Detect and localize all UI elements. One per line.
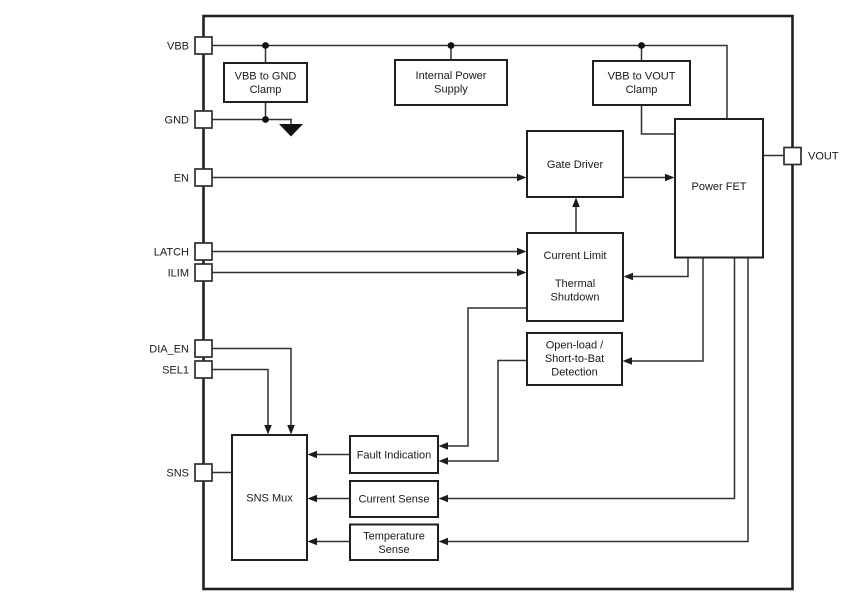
block-vbb-vout-clamp-box [592,60,691,106]
pin-dia-en [194,339,213,358]
pin-labels: VBB GND EN LATCH ILIM DIA_EN SEL1 SNS VO… [149,41,839,480]
block-thermal-shutdown-label-1: Thermal [555,278,595,290]
pin-sel1 [194,360,213,379]
arrowhead-into-power-fet [665,173,675,182]
block-fault-indication-label: Fault Indication [357,450,432,462]
junction-dot [638,42,645,49]
wire-sel1-to-sns-mux [212,368,269,427]
wires [212,44,784,543]
arrowhead-into-temperature-sense [438,537,448,546]
arrowhead-ilim-into-current-limit [517,268,527,277]
arrowhead-sel1-into-sns-mux [264,425,272,435]
block-current-limit-thermal-shutdown: Current Limit Thermal Shutdown [526,232,624,322]
arrowhead-into-fault-indication-lower [438,457,448,465]
arrowhead-fault-into-sns-mux [307,450,317,459]
arrowheads [264,173,675,546]
block-temperature-sense-label-1: Temperature [363,531,425,543]
arrowhead-dia-en-into-sns-mux [287,425,295,435]
block-vbb-gnd-clamp-box [223,62,308,103]
pin-label-latch: LATCH [154,247,189,259]
arrowhead-current-into-sns-mux [307,494,317,503]
block-vbb-gnd-clamp-label-2: Clamp [250,84,282,96]
block-power-fet-label: Power FET [691,181,746,193]
arrowhead-into-gate-driver-bottom [572,197,580,207]
arrowhead-latch-into-current-limit [517,247,527,256]
pin-label-vbb: VBB [167,41,189,53]
block-thermal-shutdown-label-2: Shutdown [551,292,600,304]
block-fault-indication-box [349,435,439,474]
wire-power-fet-to-current-limit [632,257,689,278]
arrowhead-into-current-sense [438,494,448,503]
pin-ilim [194,263,213,282]
block-gate-driver-label: Gate Driver [547,159,604,171]
wire-current-limit-to-fault-indication [447,307,527,447]
wire-power-fet-to-temperature-sense [447,257,749,543]
block-internal-power-supply-label-2: Supply [434,84,468,96]
arrowhead-into-current-limit-right [623,272,633,281]
block-current-sense-label: Current Sense [359,494,430,506]
block-fault-indication: Fault Indication [349,435,439,474]
block-open-load-label-1: Open-load / [546,340,604,352]
arrowhead-into-open-load-right [622,357,632,365]
block-vbb-vout-clamp: VBB to VOUT Clamp [592,60,691,106]
block-current-sense: Current Sense [349,480,439,518]
block-open-load-label-2: Short-to-Bat [545,353,604,365]
block-gate-driver-box [526,130,624,198]
junction-dot [262,116,269,123]
pin-label-dia-en: DIA_EN [149,344,189,356]
block-vbb-gnd-clamp-label-1: VBB to GND [235,71,297,83]
block-gate-driver: Gate Driver [526,130,624,198]
pin-label-vout: VOUT [808,151,839,163]
block-temperature-sense-box [349,523,439,561]
block-vbb-vout-clamp-label-1: VBB to VOUT [608,71,676,83]
block-current-limit-label: Current Limit [544,250,607,262]
block-temperature-sense-label-2: Sense [378,544,409,556]
block-internal-power-supply: Internal Power Supply [394,59,508,106]
wire-power-fet-to-open-load [631,257,704,362]
block-open-load-detection: Open-load / Short-to-Bat Detection [526,332,623,386]
junction-dot [447,42,455,49]
junction-dot [262,42,269,49]
arrowhead-temperature-into-sns-mux [307,537,317,546]
block-sns-mux-box [231,434,308,561]
pin-latch [194,242,213,261]
block-sns-mux: SNS Mux [231,434,308,561]
pins [194,36,802,482]
pin-label-gnd: GND [165,115,190,127]
block-power-fet-box [674,118,764,259]
block-vbb-vout-clamp-label-2: Clamp [626,84,658,96]
block-current-limit-thermal-shutdown-box [526,232,624,322]
pin-en [194,168,213,187]
junction-dots [262,42,645,123]
wire-open-load-to-fault-indication [447,359,527,462]
wire-dia-en-to-sns-mux [212,347,292,427]
pin-vbb [194,36,213,55]
pin-vout [783,146,802,166]
block-sns-mux-label: SNS Mux [246,493,293,505]
wire-vout-clamp-to-power-fet [640,105,675,135]
block-current-sense-box [349,480,439,518]
block-vbb-gnd-clamp: VBB to GND Clamp [223,62,308,103]
pin-gnd [194,110,213,129]
arrowhead-into-fault-indication-upper [438,442,448,450]
gnd-symbol-icon [279,124,303,137]
pin-sns [194,463,213,482]
block-open-load-label-3: Detection [551,367,597,379]
pin-label-sel1: SEL1 [162,365,189,377]
pin-label-ilim: ILIM [168,268,189,280]
block-temperature-sense: Temperature Sense [349,523,439,561]
block-power-fet: Power FET [674,118,764,259]
arrowhead-en-into-gate-driver [517,173,527,182]
block-internal-power-supply-box [394,59,508,106]
wire-vbb-trunk [212,44,728,118]
block-internal-power-supply-label-1: Internal Power [416,70,487,82]
pin-label-en: EN [174,173,189,185]
pin-label-sns: SNS [166,468,189,480]
wire-power-fet-to-current-sense [447,257,736,500]
block-open-load-detection-box [526,332,623,386]
